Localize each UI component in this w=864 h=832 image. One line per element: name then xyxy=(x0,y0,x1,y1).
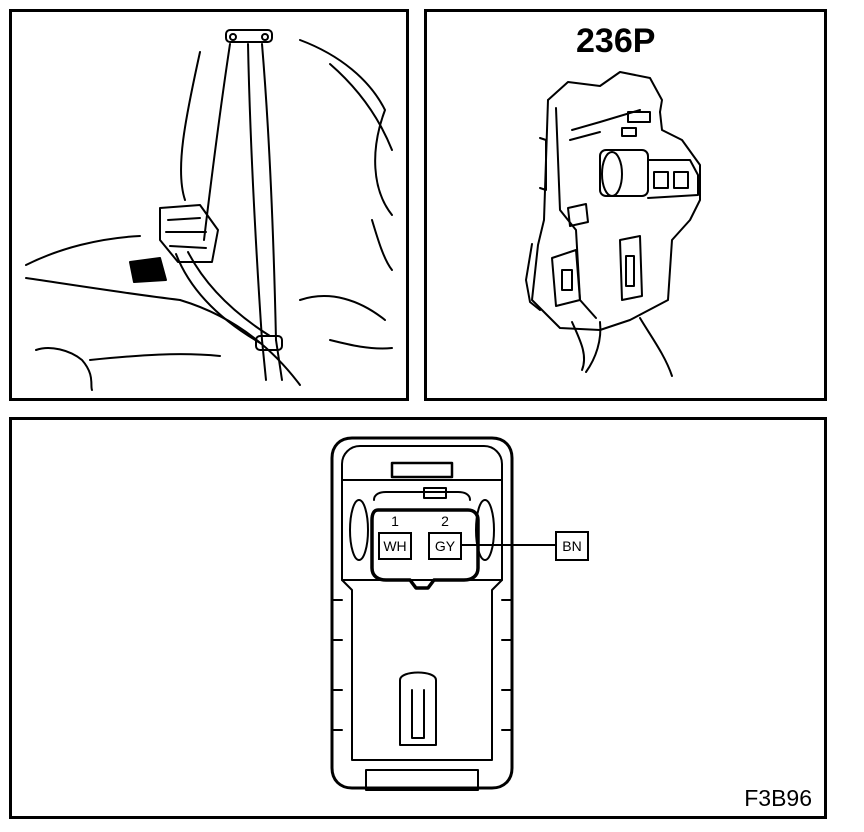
mating-wire-box: BN xyxy=(555,531,589,561)
pin-number: 2 xyxy=(441,513,449,529)
connector-face-panel xyxy=(9,417,827,819)
pin-wire-color: WH xyxy=(383,538,406,554)
pin-cavity-2: 2 GY xyxy=(428,513,462,560)
pin-wire-color: GY xyxy=(435,538,456,554)
seat-location-sketch xyxy=(25,29,393,391)
pin-number: 1 xyxy=(391,513,399,529)
mating-wire-color: BN xyxy=(562,538,581,554)
connector-part-drawing xyxy=(525,71,701,377)
connector-part-panel xyxy=(424,9,827,401)
figure-code: F3B96 xyxy=(744,785,812,811)
connector-face-drawing xyxy=(330,436,514,791)
pin-cavity-1: 1 WH xyxy=(378,513,412,560)
part-number-label: 236P xyxy=(576,22,656,60)
